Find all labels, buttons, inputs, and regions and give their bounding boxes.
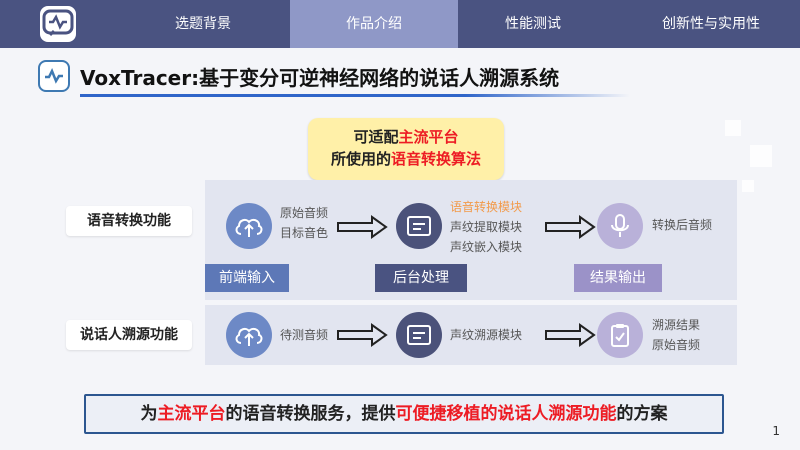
top-navigation-bar: 选题背景 作品介绍 性能测试 创新性与实用性 [0,0,800,48]
arrow-right-icon [337,323,388,347]
cloud-upload-icon [235,327,263,346]
slide-title: VoxTracer:基于变分可逆神经网络的说话人溯源系统 [80,66,560,90]
decorative-square [750,145,772,167]
callout-bubble: 可适配主流平台 所使用的语音转换算法 [308,118,504,194]
summary-part1: 为 [140,404,158,424]
input-test-audio: 待测音频 [280,328,329,342]
arrow-right-icon [545,323,596,347]
terminal-icon [407,325,431,345]
output-node-row2 [597,312,643,358]
summary-part2: 的语音转换服务，提供 [225,404,396,424]
input-target-timbre: 目标音色 [280,226,329,240]
processing-node-row1 [396,203,442,249]
speaker-tracing-label: 说话人溯源功能 [66,320,192,350]
module-voiceprint-tracing: 声纹溯源模块 [450,328,523,342]
summary-highlight1: 主流平台 [157,404,226,424]
callout-line1-highlight: 主流平台 [398,128,459,146]
output-node-row1 [597,203,643,249]
stage-tag-result: 结果输出 [574,264,662,292]
waveform-chat-icon [42,9,74,37]
output-tracing-result: 溯源结果 [652,318,701,332]
tab-performance[interactable]: 性能测试 [505,16,561,32]
summary-statement: 为主流平台的语音转换服务，提供可便捷移植的说话人溯源功能的方案 [84,394,724,434]
microphone-icon [611,214,629,237]
callout-line1-text: 可适配 [353,128,399,146]
output-converted-audio: 转换后音频 [652,218,713,232]
clipboard-check-icon [611,324,629,347]
output-original-audio: 原始音频 [652,338,701,352]
decorative-square [742,180,754,192]
tab-innovation[interactable]: 创新性与实用性 [662,16,760,32]
summary-part3: 的方案 [616,404,668,424]
stage-tag-front: 前端输入 [205,264,289,292]
cloud-upload-icon [235,218,263,237]
callout-line2-text: 所使用的 [330,150,391,168]
processing-node-row2 [396,312,442,358]
upload-node-row1 [226,203,272,249]
arrow-right-icon [337,215,388,239]
voice-conversion-label: 语音转换功能 [66,206,192,236]
upload-node-row2 [226,312,272,358]
decorative-square [725,120,741,136]
brand-logo [40,6,76,42]
title-underline [80,94,630,97]
module-voice-conversion: 语音转换模块 [450,200,523,214]
input-original-audio: 原始音频 [280,206,329,220]
page-number: 1 [772,424,780,438]
tab-introduction[interactable]: 作品介绍 [290,0,458,48]
module-voiceprint-embedding: 声纹嵌入模块 [450,240,523,254]
tab-background[interactable]: 选题背景 [175,16,231,32]
summary-highlight2: 可便捷移植的说话人溯源功能 [395,404,617,424]
title-logo-icon [38,60,70,92]
terminal-icon [407,216,431,236]
callout-line2-highlight: 语音转换算法 [391,150,482,168]
arrow-right-icon [545,215,596,239]
module-voiceprint-extraction: 声纹提取模块 [450,220,523,234]
stage-tag-back: 后台处理 [375,264,467,292]
speaker-tracing-panel [205,305,737,365]
